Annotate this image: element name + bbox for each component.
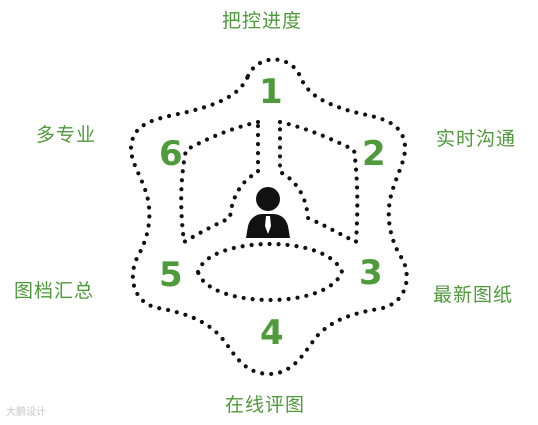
outer-dotted-outline [128,57,409,377]
inner-lower-lens [195,241,345,303]
label-document-summary: 图档汇总 [14,280,95,302]
step-number-4: 4 [260,313,284,353]
step-number-6: 6 [159,134,183,174]
label-control-progress: 把控进度 [222,10,303,32]
inner-left-panel [179,119,261,246]
person-icon [246,187,290,238]
step-number-1: 1 [259,72,283,112]
watermark-text: 大鹏设计 [6,407,46,418]
inner-right-panel [277,119,360,246]
label-multi-discipline: 多专业 [36,124,97,146]
step-number-2: 2 [362,134,386,174]
label-latest-drawings: 最新图纸 [433,284,514,306]
step-number-3: 3 [359,253,383,293]
label-realtime-communication: 实时沟通 [436,128,517,150]
step-number-5: 5 [159,255,183,295]
label-online-review: 在线评图 [225,394,306,416]
